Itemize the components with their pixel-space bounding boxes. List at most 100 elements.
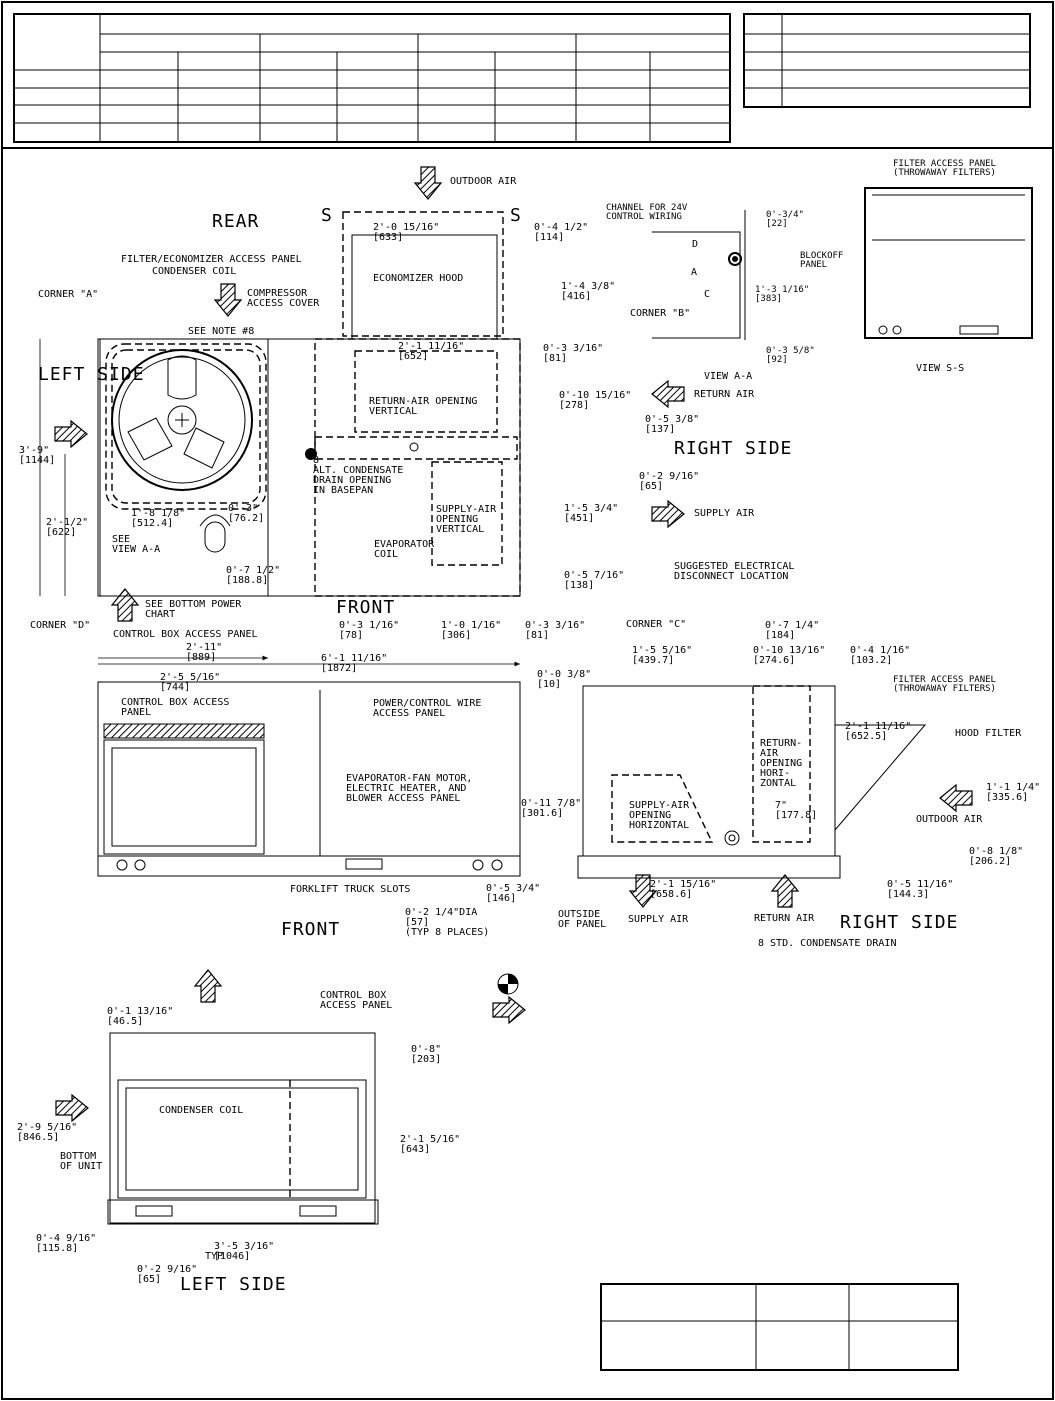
left-side-label: LEFT SIDE <box>38 364 145 385</box>
s2-label: S <box>510 205 522 226</box>
d-0-10-15-16-label: 0'-10 15/16"[278] <box>559 390 631 411</box>
filter-access-panel-ss-label: FILTER ACCESS PANEL(THROWAWAY FILTERS) <box>893 159 996 178</box>
evap-fan-panel-label: EVAPORATOR-FAN MOTOR,ELECTRIC HEATER, AN… <box>346 773 472 804</box>
right-side-label: RIGHT SIDE <box>674 438 792 459</box>
d-0-5-3-8-label: 0'-5 3/8"[137] <box>645 414 699 435</box>
d-1-1-1-4-label: 1'-1 1/4"[335.6] <box>986 782 1040 803</box>
d-0-3-5-8-label: 0'-3 5/8"[92] <box>766 346 815 365</box>
d-1-3-1-16-label: 1'-3 1/16"[383] <box>755 285 809 304</box>
d-0-3-1-16-label: 0'-3 1/16"[78] <box>339 620 399 641</box>
outdoor-air-rs-label: OUTDOOR AIR <box>916 814 983 825</box>
d-0-1-13-16-label: 0'-1 13/16"[46.5] <box>107 1006 173 1027</box>
left-elev-label: LEFT SIDE <box>180 1274 287 1295</box>
view-ss-label: VIEW S-S <box>916 363 964 374</box>
d-0-5-7-16-label: 0'-5 7/16"[138] <box>564 570 624 591</box>
view-aa-label: VIEW A-A <box>704 371 752 382</box>
supply-air-arrow-label: SUPPLY AIR <box>694 508 755 519</box>
text-layer: REAR S S LEFT SIDE RIGHT SIDE FRONT VIEW A-A VI… <box>17 159 1040 1295</box>
d-1-5-5-16-label: 1'-5 5/16"[439.7] <box>632 645 692 666</box>
corner-a-label: CORNER "A" <box>38 289 98 300</box>
control-box-panel-top-label: CONTROL BOX ACCESS PANEL <box>113 629 258 640</box>
supply-air-rs-label: SUPPLY AIR <box>628 914 689 925</box>
hood-filter-label: HOOD FILTER <box>955 728 1022 739</box>
front-label-label: FRONT <box>336 597 395 618</box>
return-air-arrow-label: RETURN AIR <box>694 389 755 400</box>
d-2-1-11-16-top-label: 2'-1 11/16"[652] <box>398 341 464 362</box>
front-elevation <box>97 681 521 877</box>
top-label: REAR <box>212 211 259 232</box>
economizer-hood-label: ECONOMIZER HOOD <box>373 273 463 284</box>
header-table-left <box>13 13 731 143</box>
d-1-0-1-16-label: 1'-0 1/16"[306] <box>441 620 501 641</box>
d-0-8-1-8-label: 0'-8 1/8"[206.2] <box>969 846 1023 867</box>
d-0-3-4-label: 0'-3/4"[22] <box>766 210 804 229</box>
view-ss <box>864 187 1033 339</box>
d-0-5-11-16-label: 0'-5 11/16"[144.3] <box>887 879 953 900</box>
d-0-3-3-16-b-label: 0'-3 3/16"[81] <box>525 620 585 641</box>
d-0-7-1-4-label: 0'-7 1/4"[184] <box>765 620 819 641</box>
d-2-9-5-16-label: 2'-9 5/16"[846.5] <box>17 1122 77 1143</box>
view-aa <box>652 210 746 340</box>
d-1-5-3-4-label: 1'-5 3/4"[451] <box>564 503 618 524</box>
d-3-5-3-16-label: 3'-5 3/16"[1046] <box>214 1241 274 1262</box>
condenser-coil-top-label: CONDENSER COIL <box>152 266 236 277</box>
d-6-1-11-16-label: 6'-1 11/16"[1872] <box>321 653 387 674</box>
d-7-label: 7"[177.8] <box>775 800 817 821</box>
return-air-rs-label: RETURN AIR <box>754 913 815 924</box>
a-label: A <box>691 267 697 278</box>
right-elev-label: RIGHT SIDE <box>840 912 958 933</box>
d-2-5-5-16-label: 2'-5 5/16"[744] <box>160 672 220 693</box>
filter-access-panel-rs-label: FILTER ACCESS PANEL(THROWAWAY FILTERS) <box>893 675 996 694</box>
d-0-4-1-16-label: 0'-4 1/16"[103.2] <box>850 645 910 666</box>
d-2-1-15-16-label: 2'-1 15/16"[658.6] <box>650 879 716 900</box>
d-0-5-3-4-label: 0'-5 3/4"[146] <box>486 883 540 904</box>
see-note-label: SEE NOTE #8 <box>188 326 254 337</box>
d-0-4-9-16-label: 0'-4 9/16"[115.8] <box>36 1233 96 1254</box>
d-0-11-7-8-label: 0'-11 7/8"[301.6] <box>521 798 581 819</box>
corner-c-label: CORNER "C" <box>626 619 686 630</box>
d-0-0-3-8-label: 0'-0 3/8"[10] <box>537 669 591 690</box>
d-0-3-label: 0'-3"[76.2] <box>228 503 264 524</box>
d-1-8-1-8-label: 1'-8 1/8"[512.4] <box>131 508 185 529</box>
front-elev-label: FRONT <box>281 919 340 940</box>
d-0-2-9-16-ls-label: 0'-2 9/16"[65] <box>137 1264 197 1285</box>
d-2-11-label: 2'-11"[889] <box>186 642 222 663</box>
d-0-10-13-16-label: 0'-10 13/16"[274.6] <box>753 645 825 666</box>
outdoor-air-top-label: OUTDOOR AIR <box>450 176 517 187</box>
d-0-2-9-16-rs-label: 0'-2 9/16"[65] <box>639 471 699 492</box>
plan-view <box>39 211 521 667</box>
s1-label: S <box>321 205 333 226</box>
d-2-1-11-16-rs-label: 2'-1 11/16"[652.5] <box>845 721 911 742</box>
d-label: D <box>692 239 698 250</box>
typ-label: TYP <box>205 1251 223 1262</box>
d-3-9-label: 3'-9"[1144] <box>19 445 55 466</box>
d-0-3-3-16-a-label: 0'-3 3/16"[81] <box>543 343 603 364</box>
c-label: C <box>704 289 710 300</box>
compass-icon <box>497 973 519 995</box>
std-condensate-label: 8 STD. CONDENSATE DRAIN <box>758 938 896 949</box>
footer-table <box>600 1283 959 1371</box>
d-0-7-1-2-label: 0'-7 1/2"[188.8] <box>226 565 280 586</box>
left-elevation <box>107 1032 379 1225</box>
condenser-fan <box>111 349 253 491</box>
condenser-coil-ls-label: CONDENSER COIL <box>159 1105 243 1116</box>
